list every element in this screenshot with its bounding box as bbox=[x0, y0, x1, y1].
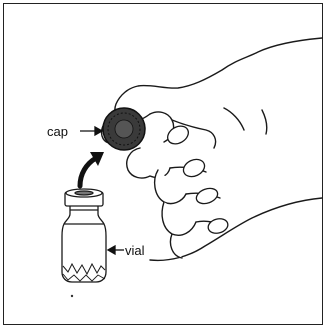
cap-label: cap bbox=[47, 124, 68, 139]
lift-arrow bbox=[80, 152, 104, 186]
cap-illustration bbox=[103, 108, 145, 150]
speck bbox=[71, 295, 73, 297]
vial bbox=[62, 189, 106, 282]
vial-pointer-arrow bbox=[108, 246, 124, 254]
vial-label: vial bbox=[125, 243, 145, 258]
cap-pointer-arrow bbox=[80, 127, 102, 135]
